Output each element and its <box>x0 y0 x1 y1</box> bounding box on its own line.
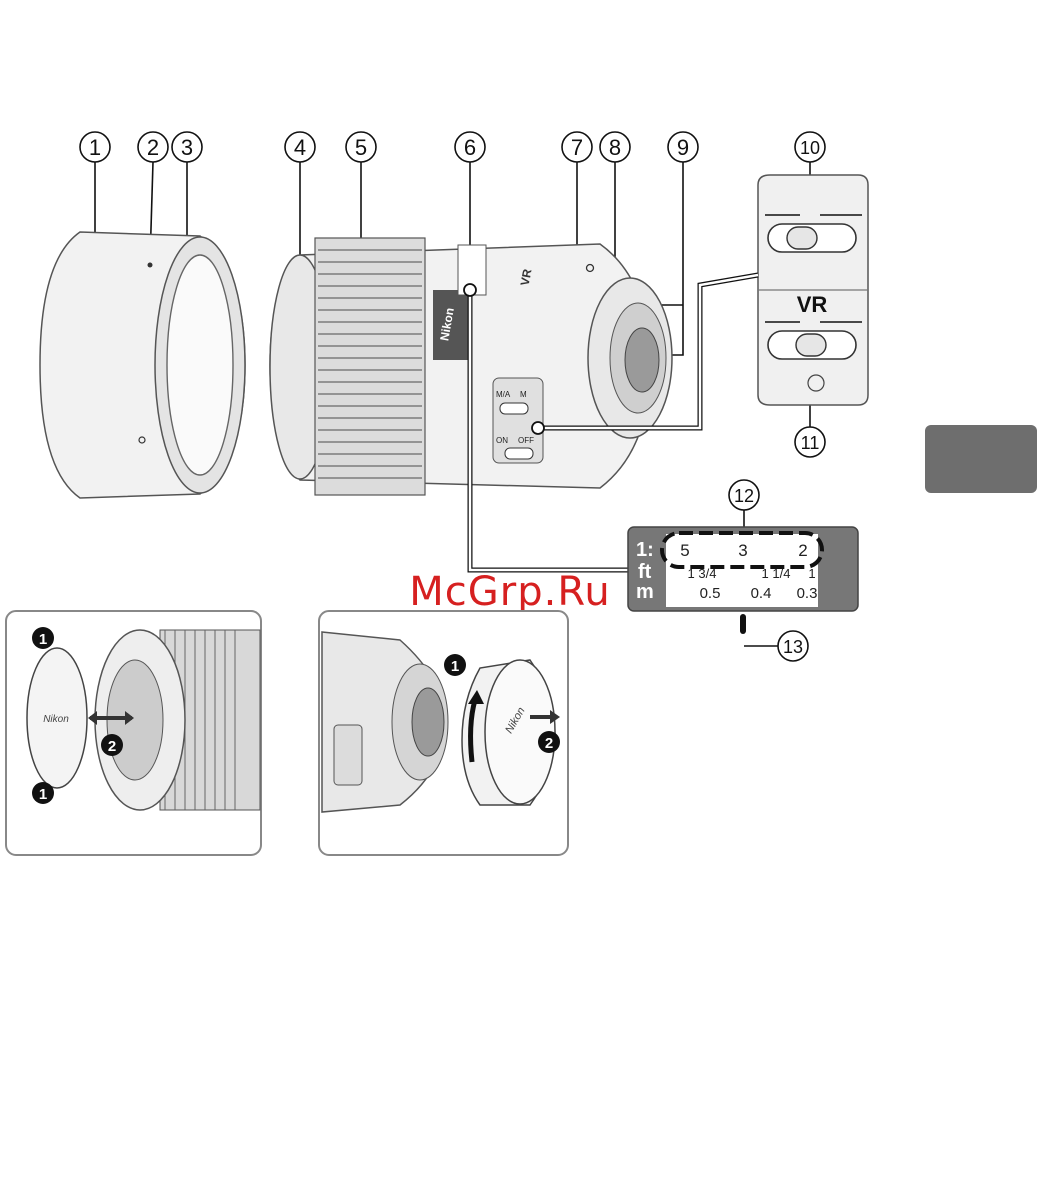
svg-text:10: 10 <box>800 138 820 158</box>
front-step-3: 1 <box>32 782 54 804</box>
svg-text:0.3: 0.3 <box>797 585 818 602</box>
svg-text:1: 1 <box>89 135 101 160</box>
svg-text:13: 13 <box>783 637 803 657</box>
vr-label-on: ON <box>496 436 508 445</box>
af-label-m: M <box>520 390 527 399</box>
svg-text:9: 9 <box>677 135 689 160</box>
svg-text:2: 2 <box>147 135 159 160</box>
svg-text:0.4: 0.4 <box>751 585 772 602</box>
rear-step-1: 1 <box>444 654 466 676</box>
svg-text:2: 2 <box>545 735 553 752</box>
vr-mark: VR <box>518 268 535 287</box>
svg-text:5: 5 <box>680 541 689 560</box>
watermark: McGrp.Ru <box>409 569 610 615</box>
svg-text:7: 7 <box>571 135 583 160</box>
svg-text:3: 3 <box>181 135 193 160</box>
svg-text:2: 2 <box>798 541 807 560</box>
callout-13: 13 <box>744 631 808 661</box>
rear-step-2: 2 <box>538 731 560 753</box>
svg-text:1: 1 <box>808 566 815 581</box>
svg-text:11: 11 <box>801 433 820 453</box>
scale-ratio-label: 1: <box>636 539 654 561</box>
front-cap-inset: Nikon 1 2 1 <box>6 611 261 855</box>
lens-hood <box>40 232 245 498</box>
svg-text:0.5: 0.5 <box>700 585 721 602</box>
svg-text:1: 1 <box>39 786 47 803</box>
callout-12: 12 <box>729 480 759 533</box>
callout-4: 4 <box>285 132 315 275</box>
front-step-2: 2 <box>101 734 123 756</box>
svg-text:5: 5 <box>355 135 367 160</box>
front-step-1: 1 <box>32 627 54 649</box>
svg-text:6: 6 <box>464 135 476 160</box>
rear-cap-inset: Nikon 1 2 <box>319 611 568 855</box>
front-cap-brand: Nikon <box>43 714 69 725</box>
scale-m-label: m <box>636 581 654 603</box>
svg-text:3: 3 <box>738 541 747 560</box>
af-label-ma: M/A <box>496 390 511 399</box>
vr-panel-label: VR <box>797 292 828 317</box>
vr-label-off: OFF <box>518 436 534 445</box>
svg-text:1: 1 <box>451 658 459 675</box>
focus-ring <box>315 238 425 495</box>
scale-ft-label: ft <box>638 561 652 583</box>
svg-text:2: 2 <box>108 738 116 755</box>
chapter-tab <box>925 425 1037 493</box>
svg-text:1: 1 <box>39 631 47 648</box>
svg-text:12: 12 <box>734 486 754 506</box>
svg-text:4: 4 <box>294 135 306 160</box>
svg-text:8: 8 <box>609 135 621 160</box>
